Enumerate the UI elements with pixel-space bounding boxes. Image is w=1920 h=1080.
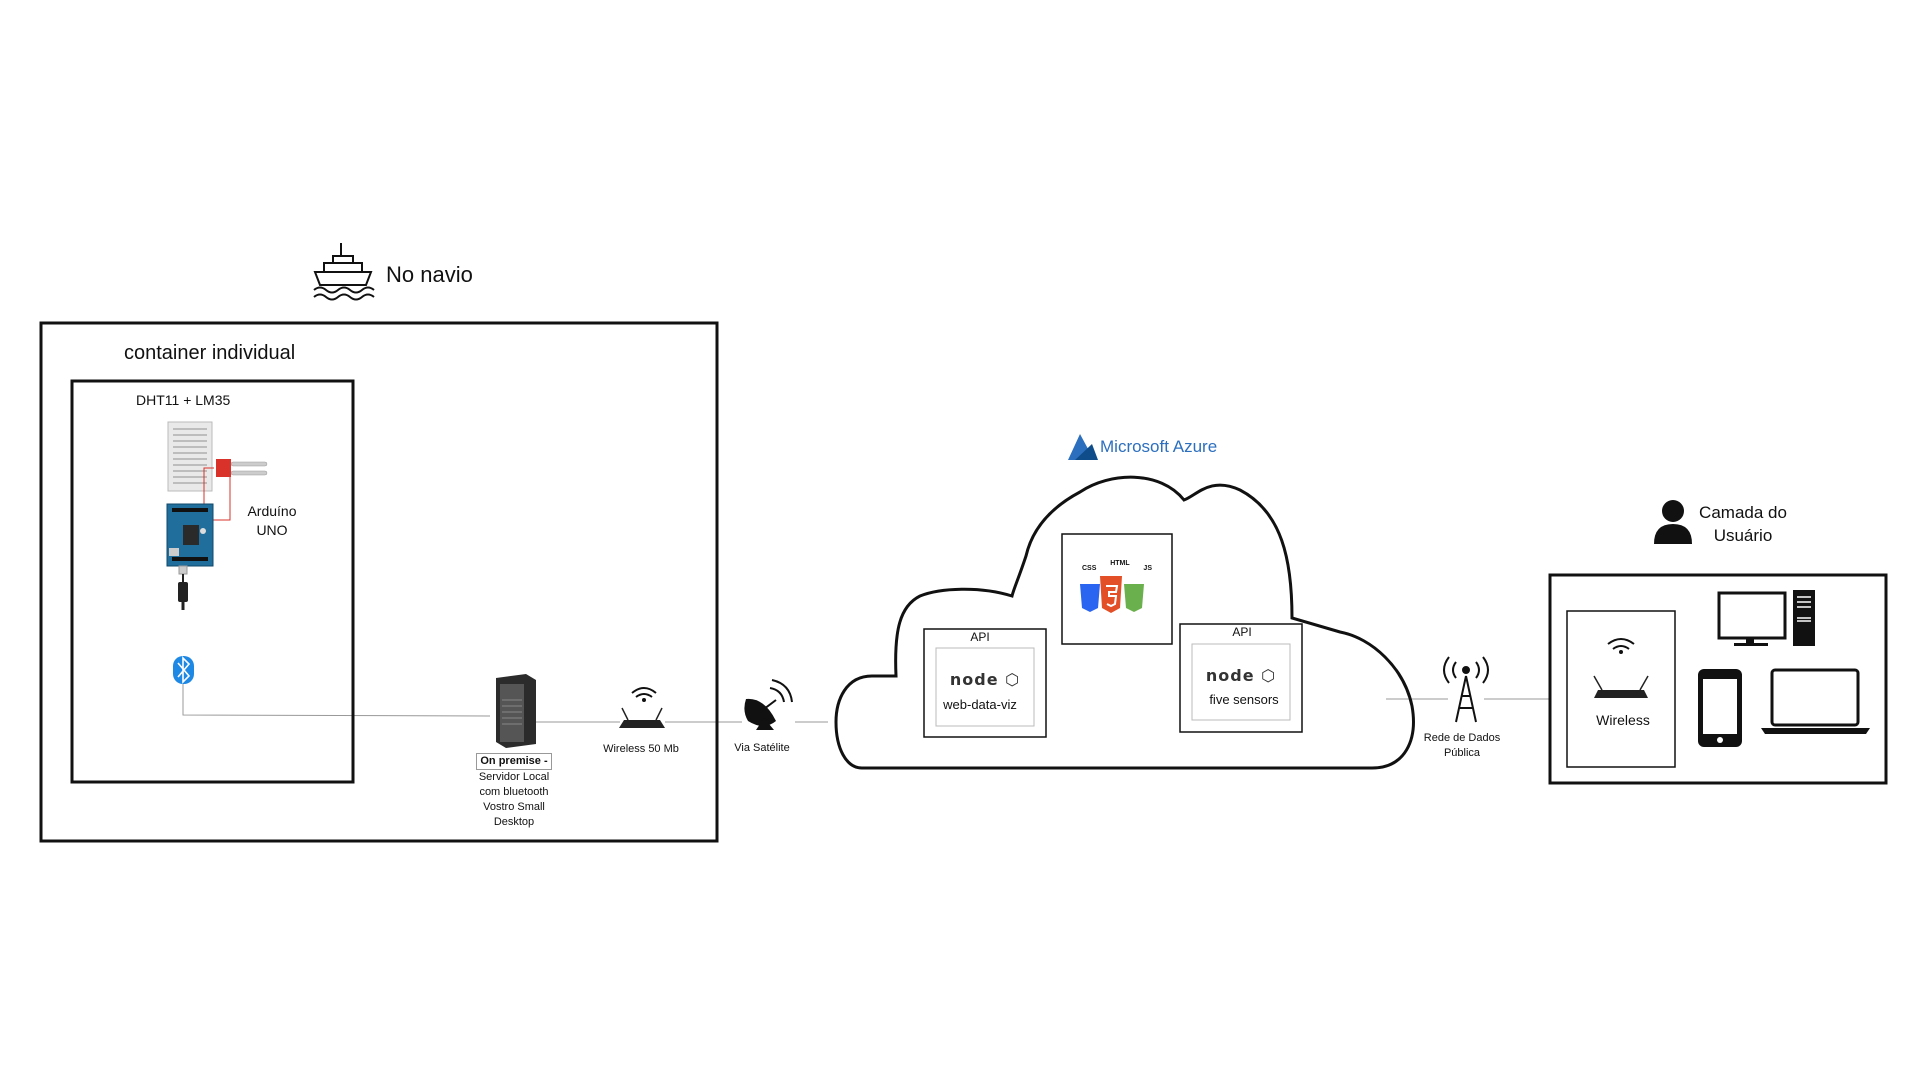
user-wireless-box [1566, 610, 1676, 768]
satellite-dish-icon [744, 679, 793, 730]
user-router-icon [1593, 638, 1649, 698]
node-hex-icon-1: ⬡ [998, 670, 1021, 689]
api-name-1: web-data-viz [943, 697, 1017, 712]
user-wireless-label: Wireless [1596, 712, 1650, 728]
html-badge-label: HTML [1110, 560, 1130, 567]
server-label: On premise - Servidor Local com bluetoot… [472, 753, 556, 830]
css-badge-label: CSS [1082, 565, 1097, 572]
web-badges: CSS HTML JS [1082, 560, 1152, 572]
ship-boundary [39, 321, 719, 843]
sensor-module-icon [203, 459, 268, 521]
web-stack-logo-icon [1080, 576, 1144, 613]
phone-icon [1698, 669, 1742, 747]
wireless-router-icon [619, 687, 665, 728]
node-logo-text-1: node [949, 670, 999, 689]
sensors-label: DHT11 + LM35 [136, 392, 231, 408]
api-name-2: five sensors [1209, 692, 1279, 707]
bluetooth-icon [173, 656, 194, 684]
satellite-label: Via Satélite [734, 742, 790, 754]
api-inner-2 [1191, 643, 1291, 721]
azure-label: Microsoft Azure [1100, 437, 1218, 456]
laptop-icon [1761, 668, 1870, 734]
js-badge-label: JS [1143, 565, 1152, 572]
desktop-icon [1717, 590, 1815, 646]
node-logo-1: node ⬡ [944, 670, 1026, 690]
node-hex-icon-2: ⬡ [1254, 666, 1277, 685]
server-tower-icon [496, 674, 536, 748]
azure-logo-icon [1068, 434, 1098, 460]
node-logo-2: node ⬡ [1200, 666, 1282, 686]
network-label: Rede de Dados Pública [1423, 732, 1501, 759]
container-box [70, 379, 355, 784]
user-layer-box [1548, 573, 1888, 785]
usb-cable-icon [178, 565, 188, 610]
user-icon [1654, 500, 1692, 544]
user-layer-label: Camada do Usuário [1699, 503, 1787, 545]
ship-title: No navio [386, 262, 473, 287]
server-description: Servidor Local com bluetooth Vostro Smal… [478, 771, 550, 828]
container-label: container individual [124, 342, 296, 364]
api-tag-1: API [970, 630, 990, 644]
connection-bluetooth-server [182, 682, 491, 717]
radio-tower-icon [1443, 656, 1489, 723]
api-inner-1 [935, 647, 1035, 727]
server-title: On premise - [476, 753, 552, 770]
breadboard-icon [167, 421, 213, 492]
node-logo-text-2: node [1205, 666, 1255, 685]
arduino-board-icon [166, 503, 214, 567]
ship-icon [313, 243, 375, 301]
arduino-label: Arduíno UNO [247, 503, 297, 538]
api-tag-2: API [1232, 625, 1252, 639]
cloud-boundary [834, 475, 1415, 770]
router-label: Wireless 50 Mb [603, 743, 679, 755]
